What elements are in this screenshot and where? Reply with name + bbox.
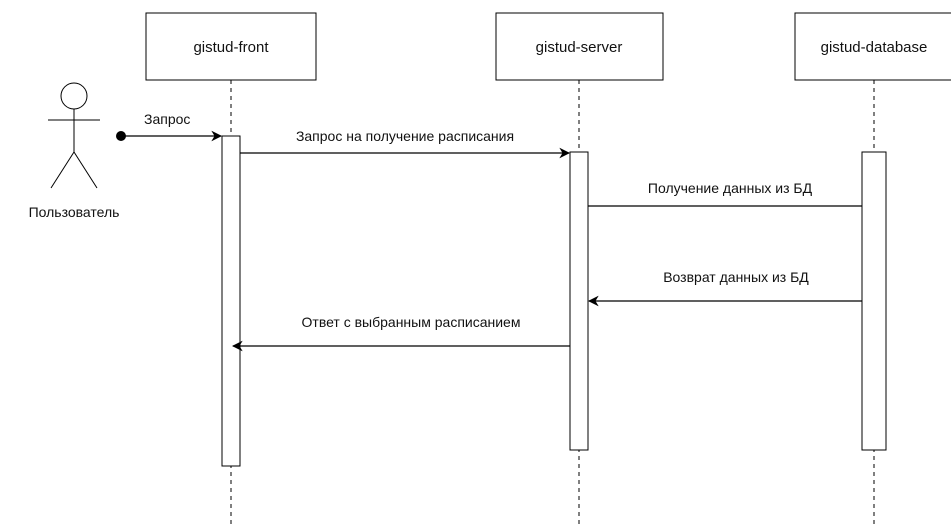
message-request-label: Запрос — [144, 111, 190, 127]
message-response-label: Ответ с выбранным расписанием — [302, 314, 521, 330]
activation-server — [569, 151, 589, 451]
participant-server-label: gistud-server — [536, 39, 623, 56]
message-return-db-label: Возврат данных из БД — [663, 269, 809, 285]
message-request — [116, 130, 223, 142]
participant-front-label: gistud-front — [193, 39, 269, 56]
actor-user-label: Пользователь — [29, 204, 120, 220]
message-fetch-db-label: Получение данных из БД — [648, 180, 813, 196]
message-get-schedule-label: Запрос на получение расписания — [296, 128, 514, 144]
participant-database: gistud-database — [794, 12, 951, 81]
activation-database — [861, 151, 887, 451]
participant-database-label: gistud-database — [821, 39, 928, 56]
participant-server: gistud-server — [495, 12, 664, 81]
participant-front: gistud-front — [145, 12, 317, 81]
actor-user-icon — [48, 82, 100, 189]
activation-front — [221, 135, 241, 467]
